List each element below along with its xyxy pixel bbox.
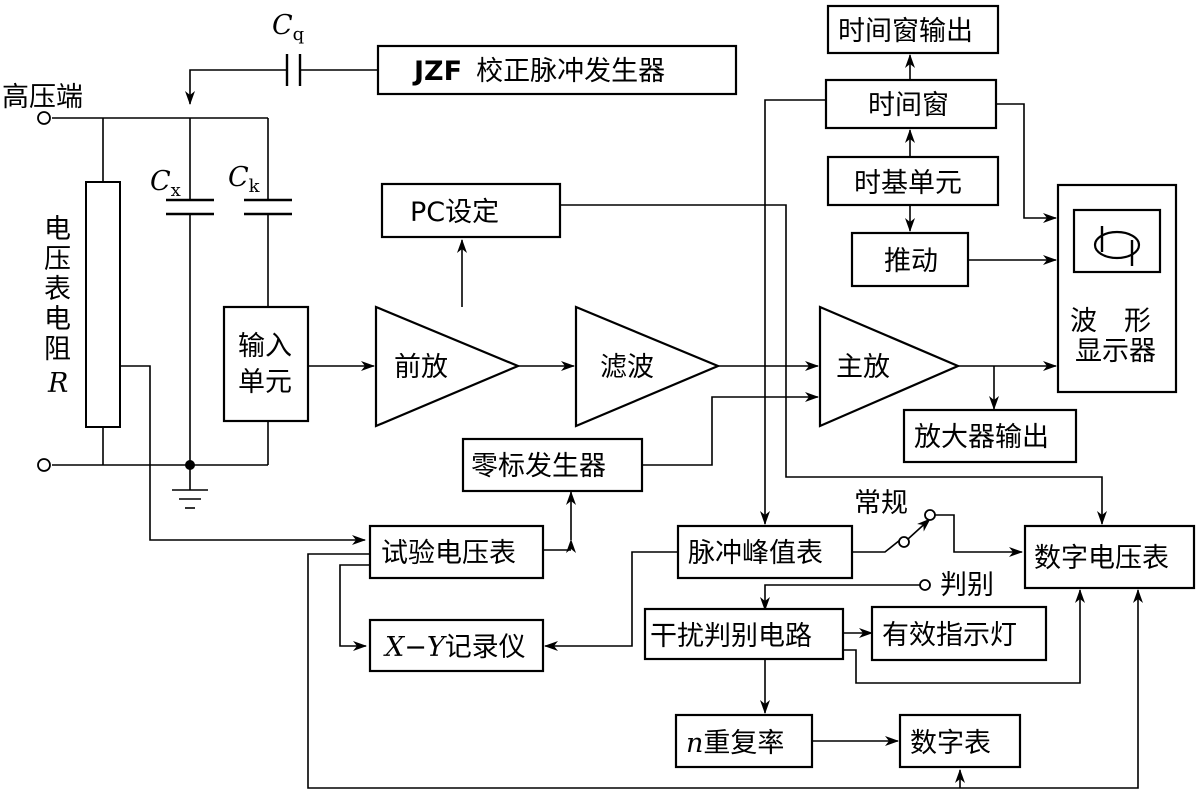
input-unit-label-2: 单元 xyxy=(238,367,292,398)
discrimination-label: 判别 xyxy=(940,570,994,601)
voltmeter-loop-wire xyxy=(307,553,1143,789)
pulse-peak-meter-box xyxy=(676,524,854,580)
discrim-to-circuit-wire xyxy=(760,584,920,611)
peak-to-switch-wire xyxy=(852,539,901,553)
cq-label: Cq xyxy=(272,10,304,45)
interference-circuit-box xyxy=(643,607,845,661)
waveform-display-label-1: 波 形 xyxy=(1070,306,1151,337)
tw-to-display-wire xyxy=(996,103,1057,223)
timebase-unit-label: 时基单元 xyxy=(854,168,962,199)
resistor-tap-wire xyxy=(120,365,366,545)
main-amp-triangle xyxy=(818,305,961,428)
normal-label: 常规 xyxy=(854,488,908,519)
calibration-generator-box xyxy=(376,44,738,96)
input-unit-box xyxy=(222,305,310,423)
circuit-to-dvm-wire xyxy=(843,589,1085,684)
main-amp-label: 主放 xyxy=(836,352,890,383)
zero-marker-wire xyxy=(642,392,819,466)
hv-terminal xyxy=(37,111,51,125)
digital-meter-box xyxy=(898,713,1022,769)
oscilloscope-trace-icon xyxy=(1093,226,1141,266)
pc-setting-box xyxy=(380,182,562,239)
pc-to-dvm-wire xyxy=(560,204,1107,525)
ground-symbol xyxy=(172,489,208,509)
time-window-output-label: 时间窗输出 xyxy=(838,16,973,47)
repetition-rate-label: n重复率 xyxy=(686,728,784,759)
zero-marker-box xyxy=(461,437,644,493)
cq-to-bus-wire xyxy=(185,69,287,105)
mode-switch xyxy=(898,509,936,591)
svg-text:电: 电 xyxy=(44,304,71,335)
input-unit-label-1: 输入 xyxy=(238,331,292,362)
amp-output-label: 放大器输出 xyxy=(914,422,1049,453)
peak-to-xy-wire xyxy=(544,551,678,651)
ground-junction-dot xyxy=(185,460,195,470)
tw-to-peak-wire xyxy=(760,99,826,525)
filter-triangle xyxy=(574,305,721,428)
ck-capacitor xyxy=(244,198,292,216)
ground-terminal xyxy=(37,458,51,472)
drive-box xyxy=(850,231,970,288)
drive-label: 推动 xyxy=(884,246,938,277)
cx-label: Cx xyxy=(150,166,181,201)
hv-terminal-label: 高压端 xyxy=(2,82,83,113)
test-voltmeter-box xyxy=(368,524,545,580)
waveform-display-label-2: 显示器 xyxy=(1075,336,1156,367)
valid-indicator-label: 有效指示灯 xyxy=(882,620,1017,651)
ck-label: Ck xyxy=(228,162,261,197)
resistor-label: 电 压 表 电 阻 R xyxy=(44,214,71,399)
svg-text:电: 电 xyxy=(44,214,71,245)
cx-capacitor xyxy=(166,198,214,216)
svg-text:R: R xyxy=(47,368,68,399)
display-screen xyxy=(1072,208,1162,274)
valid-indicator-box xyxy=(870,605,1048,662)
zero-marker-label: 零标发生器 xyxy=(471,451,606,482)
svg-text:压: 压 xyxy=(44,244,71,275)
digital-voltmeter-label: 数字电压表 xyxy=(1034,543,1169,574)
test-voltmeter-label: 试验电压表 xyxy=(381,538,516,569)
svg-text:阻: 阻 xyxy=(44,334,71,365)
filter-label: 滤波 xyxy=(600,352,654,383)
interference-circuit-label: 干扰判别电路 xyxy=(650,621,812,652)
resistor-body xyxy=(85,181,121,428)
time-window-box xyxy=(824,78,998,130)
time-window-label: 时间窗 xyxy=(868,90,949,121)
preamp-label: 前放 xyxy=(394,352,448,383)
time-window-output-box xyxy=(826,4,1000,55)
digital-meter-label: 数字表 xyxy=(910,728,991,759)
timebase-unit-box xyxy=(826,155,1000,207)
digital-voltmeter-box xyxy=(1023,524,1196,590)
repetition-rate-box xyxy=(674,713,814,769)
svg-text:表: 表 xyxy=(44,274,71,305)
wires xyxy=(52,54,1143,789)
xy-recorder-label: X−Y记录仪 xyxy=(383,632,526,663)
amp-output-box xyxy=(902,408,1078,464)
voltmeter-to-xy-wire xyxy=(339,564,370,651)
switch-to-dvm-wire xyxy=(934,514,1023,557)
preamp-triangle xyxy=(374,305,521,428)
pc-setting-label: PC设定 xyxy=(410,197,499,228)
pulse-peak-meter-label: 脉冲峰值表 xyxy=(688,538,823,569)
cq-capacitor xyxy=(285,54,302,86)
xy-recorder-box xyxy=(368,618,545,673)
